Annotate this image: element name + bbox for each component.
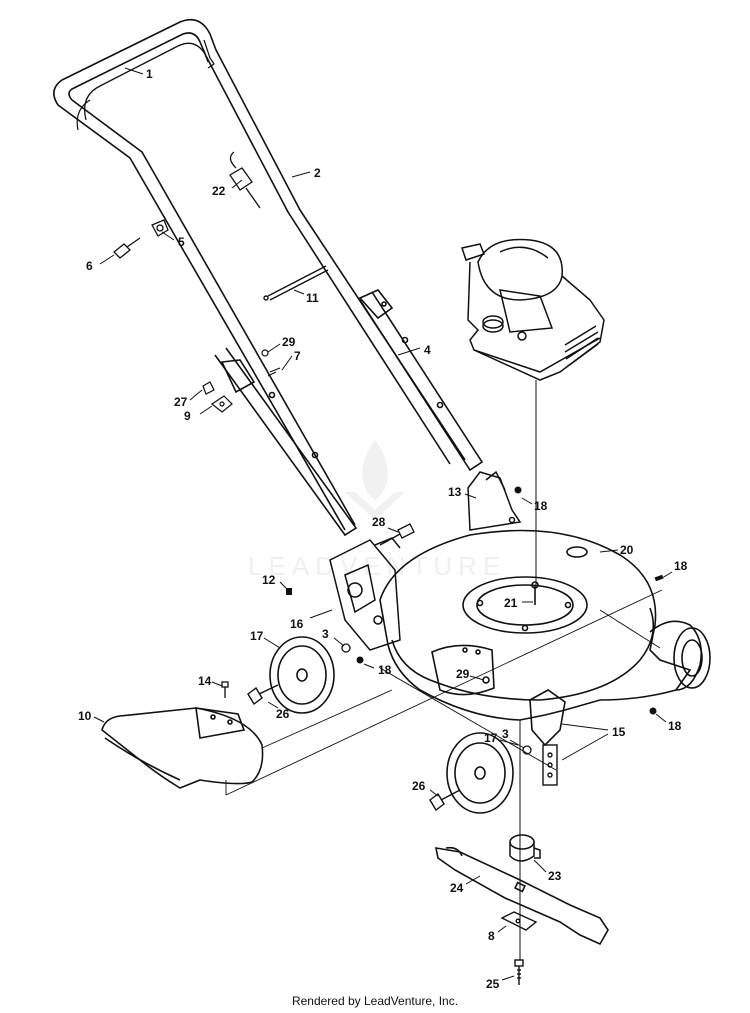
axle-bolt-left: [247, 684, 279, 706]
callout-3: 3: [502, 727, 509, 741]
callout-17: 17: [250, 629, 264, 643]
callout-18: 18: [674, 559, 688, 573]
callout-29: 29: [282, 335, 296, 349]
leader-lines: [93, 67, 673, 981]
cable-tie: [229, 151, 261, 209]
callout-2: 2: [314, 166, 321, 180]
lower-left-handle: [214, 347, 358, 537]
callout-16: 16: [290, 617, 304, 631]
wheel-adjust-bracket: [542, 744, 558, 786]
nuts: [356, 486, 664, 715]
washer-left: [341, 643, 351, 653]
callout-10: 10: [78, 709, 92, 723]
handle-bracket: [467, 470, 522, 531]
blade-adapter: [509, 834, 541, 862]
callout-14: 14: [198, 674, 212, 688]
callout-28: 28: [372, 515, 386, 529]
blade: [434, 846, 609, 946]
alignment-lines: [225, 589, 663, 796]
blade-bolt: [514, 959, 524, 985]
callout-21: 21: [504, 596, 518, 610]
render-credit: Rendered by LeadVenture, Inc.: [291, 994, 459, 1008]
watermark-text: LEADVENTURE: [248, 551, 506, 581]
callout-29: 29: [456, 667, 470, 681]
carriage-bolt: [113, 237, 141, 259]
callout-24: 24: [450, 881, 464, 895]
callout-15: 15: [612, 725, 626, 739]
callout-11: 11: [306, 291, 319, 305]
callout-18: 18: [668, 719, 682, 733]
callout-13: 13: [448, 485, 462, 499]
front-wheel: [446, 732, 514, 814]
callout-12: 12: [262, 573, 276, 587]
callout-3: 3: [322, 627, 329, 641]
spring: [286, 588, 292, 595]
washer-front: [522, 745, 532, 755]
shoulder-bolt: [379, 523, 415, 546]
axle-bolt-front: [429, 789, 461, 812]
blade-stiffener: [500, 911, 538, 931]
callout-22: 22: [212, 184, 226, 198]
callout-1: 1: [146, 67, 153, 81]
callout-20: 20: [620, 543, 634, 557]
callout-4: 4: [424, 343, 431, 357]
callout-9: 9: [184, 409, 191, 423]
deflector-screw: [221, 681, 229, 698]
callout-26: 26: [412, 779, 426, 793]
callout-25: 25: [486, 977, 500, 991]
leadventure-watermark-logo: LEADVENTURE: [248, 440, 506, 581]
upper-handle: [53, 18, 466, 531]
callout-8: 8: [488, 929, 495, 943]
handle-hardware: [202, 349, 281, 413]
engine: [461, 238, 605, 381]
handle-knob: [151, 219, 169, 237]
rear-left-wheel: [269, 636, 335, 714]
callout-23: 23: [548, 869, 562, 883]
discharge-deflector: [101, 707, 264, 789]
rod: [263, 265, 329, 301]
callout-18: 18: [378, 663, 392, 677]
callouts: 1 2 22 5 6 11 29 7 4 27 9 13 18 28 20 18…: [78, 67, 688, 991]
callout-26: 26: [276, 707, 290, 721]
lower-handle: [358, 289, 484, 472]
callout-27: 27: [174, 395, 188, 409]
callout-17: 17: [484, 731, 498, 745]
callout-18: 18: [534, 499, 548, 513]
callout-6: 6: [86, 259, 93, 273]
callout-5: 5: [178, 235, 185, 249]
height-adjuster: [329, 537, 401, 651]
callout-7: 7: [294, 349, 301, 363]
